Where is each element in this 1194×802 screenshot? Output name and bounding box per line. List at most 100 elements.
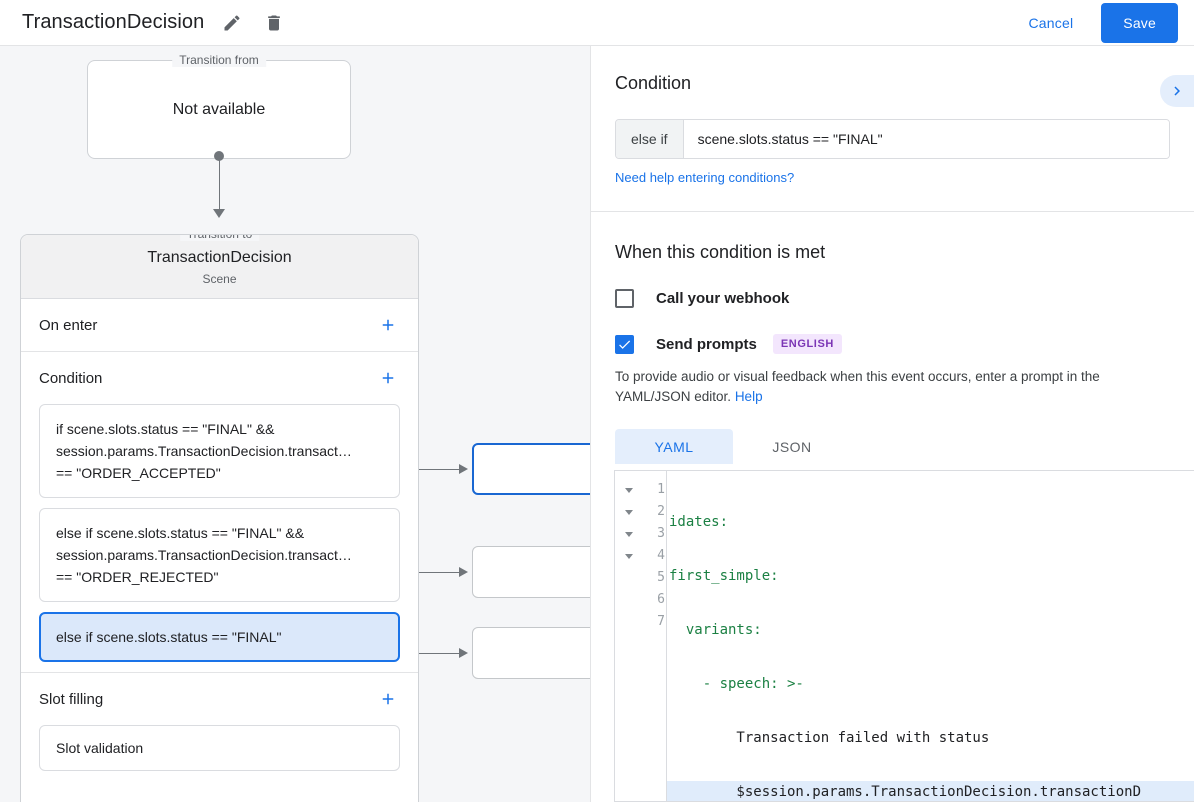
- trash-icon-glyph: [268, 15, 281, 30]
- scene-graph-canvas[interactable]: Transition from Not available Transition…: [0, 46, 590, 802]
- trash-icon[interactable]: [260, 9, 288, 37]
- editor-fold-column: [615, 471, 643, 801]
- handler-box-rejected[interactable]: [472, 546, 590, 598]
- condition-list-item[interactable]: else if scene.slots.status == "FINAL" &&…: [39, 508, 400, 602]
- line-number: 2: [657, 504, 665, 519]
- handler-box-final[interactable]: [472, 627, 590, 679]
- edge-arrow-1: [459, 464, 468, 474]
- section-on-enter-header: On enter: [39, 299, 400, 351]
- prompts-hint: To provide audio or visual feedback when…: [615, 367, 1170, 407]
- when-condition-met-heading: When this condition is met: [615, 242, 826, 262]
- section-on-enter: On enter: [21, 299, 418, 352]
- transition-to-legend: Transition to: [179, 235, 260, 241]
- handler-box-accepted[interactable]: [472, 443, 590, 495]
- scene-type: Scene: [202, 272, 237, 286]
- call-webhook-checkbox[interactable]: [615, 289, 634, 308]
- condition-line: == "ORDER_REJECTED": [56, 569, 219, 585]
- call-webhook-label: Call your webhook: [656, 290, 790, 307]
- code-line: - speech: >-: [669, 676, 804, 692]
- plus-icon[interactable]: [376, 313, 400, 337]
- line-number: 5: [657, 570, 665, 585]
- transition-from-card: Transition from Not available: [87, 53, 351, 159]
- connector-arrowhead: [213, 209, 225, 218]
- cancel-button[interactable]: Cancel: [1015, 6, 1088, 40]
- editor-format-tabs: YAML JSON: [615, 429, 1170, 464]
- send-prompts-checkbox[interactable]: [615, 334, 634, 354]
- chevron-right-icon-glyph: [1174, 86, 1180, 96]
- condition-line: session.params.TransactionDecision.trans…: [56, 443, 352, 459]
- edge-arrow-2: [459, 567, 468, 577]
- fold-toggle[interactable]: [615, 479, 643, 501]
- line-number: 4: [657, 548, 665, 563]
- plus-icon-glyph: [382, 372, 394, 384]
- condition-list-item[interactable]: if scene.slots.status == "FINAL" && sess…: [39, 404, 400, 498]
- panel-divider: [591, 211, 1194, 212]
- edge-arrow-3: [459, 648, 468, 658]
- check-icon: [619, 339, 631, 349]
- code-line: first_simple:: [669, 568, 779, 584]
- section-on-enter-title: On enter: [39, 316, 98, 334]
- prompts-help-link[interactable]: Help: [734, 389, 763, 404]
- line-number: 7: [657, 614, 665, 629]
- fold-toggle[interactable]: [615, 545, 643, 567]
- transition-to-card: Transition to TransactionDecision Scene …: [20, 234, 419, 802]
- transition-from-legend: Transition from: [172, 53, 266, 67]
- section-slot-filling-header: Slot filling: [39, 673, 400, 725]
- edge-line-3: [404, 652, 460, 654]
- slot-validation-item[interactable]: Slot validation: [39, 725, 400, 771]
- page-title: TransactionDecision: [22, 11, 205, 33]
- send-prompts-label: Send prompts: [656, 335, 757, 353]
- condition-prefix-label: else if: [616, 120, 684, 158]
- line-number: 3: [657, 526, 665, 541]
- section-slot-filling-title: Slot filling: [39, 690, 104, 708]
- code-line: variants:: [669, 622, 762, 638]
- condition-list-item-selected[interactable]: else if scene.slots.status == "FINAL": [39, 612, 400, 662]
- condition-expression-input[interactable]: [683, 120, 1169, 158]
- scene-name: TransactionDecision: [147, 249, 292, 266]
- section-slot-filling: Slot filling Slot validation: [21, 673, 418, 771]
- plus-icon[interactable]: [376, 687, 400, 711]
- top-app-bar: TransactionDecision Cancel Save: [0, 0, 1194, 46]
- scene-header: TransactionDecision Scene: [21, 235, 418, 299]
- plus-icon-glyph: [382, 319, 394, 331]
- condition-line: if scene.slots.status == "FINAL" &&: [56, 421, 275, 437]
- webhook-row: Call your webhook: [615, 289, 1170, 308]
- prompts-hint-text: To provide audio or visual feedback when…: [615, 369, 1100, 404]
- fold-toggle[interactable]: [615, 523, 643, 545]
- condition-help-link[interactable]: Need help entering conditions?: [615, 170, 795, 185]
- code-line: idates:: [669, 514, 729, 530]
- send-prompts-row: Send prompts ENGLISH: [615, 334, 1170, 354]
- caret-down-icon: [625, 554, 633, 559]
- when-condition-met-section: When this condition is met Call your web…: [591, 212, 1194, 464]
- section-condition: Condition if scene.slots.status == "FINA…: [21, 352, 418, 673]
- editor-line-numbers: 1 2 3 4 5 6 7: [643, 471, 667, 801]
- fold-toggle[interactable]: [615, 501, 643, 523]
- save-button[interactable]: Save: [1101, 2, 1178, 43]
- plus-icon-glyph: [382, 693, 394, 705]
- pencil-icon-glyph: [224, 14, 240, 30]
- code-line: Transaction failed with status: [669, 730, 990, 746]
- condition-editor-row: else if: [615, 119, 1170, 159]
- section-condition-title: Condition: [39, 369, 103, 387]
- pencil-icon[interactable]: [218, 9, 246, 37]
- panel-top-section: Condition else if Need help entering con…: [591, 46, 1194, 187]
- line-number: 1: [657, 482, 665, 497]
- section-condition-header: Condition: [39, 352, 400, 404]
- edge-line-2: [404, 571, 460, 573]
- chevron-right-icon[interactable]: [1160, 75, 1194, 107]
- editor-code-area[interactable]: idates: first_simple: variants: - speech…: [667, 471, 1194, 801]
- condition-line: == "ORDER_ACCEPTED": [56, 465, 221, 481]
- code-line-highlighted: $session.params.TransactionDecision.tran…: [667, 781, 1194, 801]
- caret-down-icon: [625, 488, 633, 493]
- condition-line: else if scene.slots.status == "FINAL": [56, 629, 282, 645]
- edge-line-1: [404, 468, 460, 470]
- condition-line: else if scene.slots.status == "FINAL" &&: [56, 525, 305, 541]
- transition-from-value: Not available: [172, 100, 266, 118]
- condition-line: session.params.TransactionDecision.trans…: [56, 547, 352, 563]
- connector-line: [218, 156, 220, 212]
- line-number: 6: [657, 592, 665, 607]
- tab-yaml[interactable]: YAML: [615, 429, 733, 464]
- plus-icon[interactable]: [376, 366, 400, 390]
- tab-json[interactable]: JSON: [772, 438, 812, 455]
- yaml-code-editor[interactable]: 1 2 3 4 5 6 7 idates: first_simple: vari…: [614, 470, 1194, 802]
